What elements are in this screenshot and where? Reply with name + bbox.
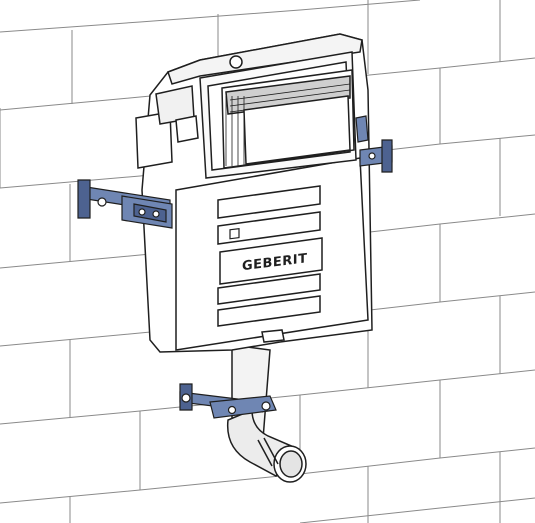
lower-bracket-screw <box>181 393 191 403</box>
right-bracket-upper-clip <box>355 115 369 143</box>
wall-joint-line <box>299 497 535 523</box>
filter-cassette <box>221 69 355 169</box>
pipe-ridge <box>257 439 273 467</box>
left-mounting-bracket <box>77 179 173 229</box>
filter-ribs <box>225 75 351 115</box>
brand-logo-square <box>229 227 240 240</box>
panel-slot <box>217 273 321 305</box>
lower-pipe-bracket <box>179 383 277 419</box>
lower-bracket-clamp <box>209 395 277 419</box>
cistern-bottom-notch <box>261 329 285 343</box>
filter-rib-line <box>229 89 351 107</box>
left-bracket-wall-plate <box>77 179 91 219</box>
lower-bracket-screw <box>261 401 271 411</box>
pipe-ridge <box>263 437 279 465</box>
panel-slot <box>217 211 321 245</box>
filter-side-panel <box>243 95 351 165</box>
lower-bracket-screw <box>227 405 237 415</box>
filter-rib-line <box>229 83 351 101</box>
brand-logo: GEBERIT <box>219 227 323 285</box>
side-valve-lever <box>175 115 199 143</box>
left-bracket-screw <box>97 197 107 207</box>
right-bracket-wall-plate <box>381 139 393 173</box>
concealed-cistern <box>135 33 373 353</box>
brand-logo-plate <box>219 237 323 285</box>
right-mounting-bracket <box>355 115 393 173</box>
left-bracket-screw <box>152 210 160 218</box>
right-bracket-screw <box>368 152 376 160</box>
panel-slot <box>217 185 321 219</box>
left-bracket-screw <box>138 208 146 216</box>
panel-slot <box>217 295 321 327</box>
cistern-top-edge <box>167 33 363 85</box>
cistern-top-port <box>229 55 243 69</box>
wall-joint-line <box>0 0 421 33</box>
pipe-outlet-inner <box>279 450 303 478</box>
